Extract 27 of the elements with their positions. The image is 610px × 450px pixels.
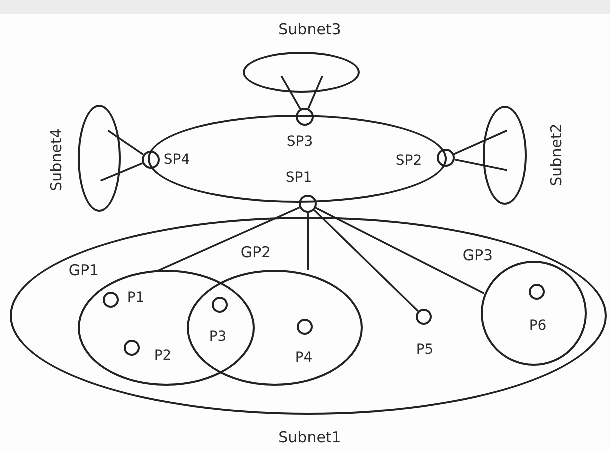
node-label: Subnet2	[550, 124, 564, 186]
connector-line	[157, 206, 300, 272]
connector-line	[280, 76, 302, 110]
node-label: P1	[127, 291, 145, 305]
node-label: P2	[154, 349, 172, 363]
node-label: Subnet4	[50, 128, 64, 192]
connector-line	[308, 76, 324, 110]
connector-line	[314, 210, 419, 312]
node-label: P3	[209, 330, 227, 344]
node-label: P4	[295, 351, 313, 365]
connector-line	[454, 158, 508, 172]
connector-line	[108, 130, 144, 156]
port-label: SP1	[286, 171, 312, 185]
connector-line	[100, 162, 144, 182]
connector-line	[316, 207, 485, 294]
node-label: GP1	[68, 264, 100, 278]
node-label: GP2	[240, 246, 272, 260]
port-label: SP2	[396, 154, 422, 168]
node-label: Subnet1	[278, 430, 342, 446]
port-label: SP3	[286, 135, 314, 149]
node-label: SP4	[164, 153, 190, 167]
connector-line	[454, 130, 508, 156]
node-label: GP3	[462, 248, 494, 264]
node-label: P5	[416, 343, 434, 357]
node-label: P6	[529, 319, 547, 333]
connector-line	[307, 213, 310, 270]
node-label: Subnet3	[278, 22, 342, 38]
